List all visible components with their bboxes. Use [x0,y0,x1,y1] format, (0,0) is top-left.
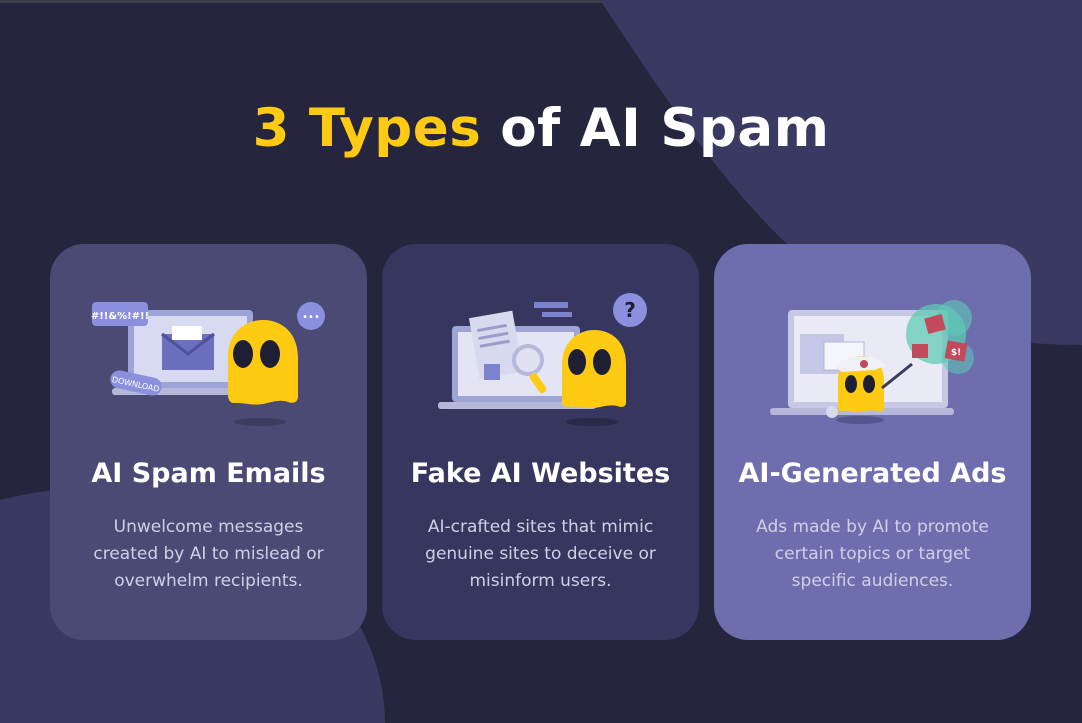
ads-illustration: $! [770,300,974,424]
website-illustration: ? [438,293,647,426]
email-icon [161,326,215,370]
ghost-mascot-icon [228,320,298,426]
ghost-mascot-icon [562,330,626,426]
card-description: AI-crafted sites that mimic genuine site… [425,517,656,591]
magnifier-icon [512,344,547,394]
card-description: Unwelcome messages created by AI to misl… [93,517,324,591]
card-ai-generated-ads: $! AI-Generated Ads Ads made by AI to pr… [714,244,1031,640]
download-tag-icon: DOWNLOAD [110,370,162,396]
question-text: ? [624,298,636,322]
title-rest: of AI Spam [500,98,830,159]
ad-symbol-text: $! [951,348,961,358]
card-ai-spam-emails: #!!&%!#!! DOWNLOAD ••• AI Spam Emails Un… [50,244,367,640]
speech-bubble-icon: #!!&%!#!! [91,302,149,326]
title-accent: 3 Types [252,98,482,159]
card-title: AI-Generated Ads [738,458,1007,489]
document-pages-icon [468,310,524,380]
dots-bubble-icon: ••• [297,302,325,330]
question-bubble-icon: ? [613,293,647,327]
page-title: 3 Types of AI Spam [0,98,1082,159]
email-illustration: #!!&%!#!! DOWNLOAD ••• [91,302,325,426]
card-fake-ai-websites: ? Fake AI Websites AI-crafted sites that… [382,244,699,640]
card-description: Ads made by AI to promote certain topics… [756,517,989,591]
ad-popup-icon: $! [912,313,968,362]
ghost-mascot-icon [836,356,886,424]
card-title: AI Spam Emails [91,458,326,489]
dots-text: ••• [302,312,320,323]
spray-can-icon [826,362,913,418]
bubble-text: #!!&%!#!! [91,311,149,322]
card-title: Fake AI Websites [410,458,671,489]
banner-strips-icon [534,302,572,317]
top-border [0,0,1082,3]
